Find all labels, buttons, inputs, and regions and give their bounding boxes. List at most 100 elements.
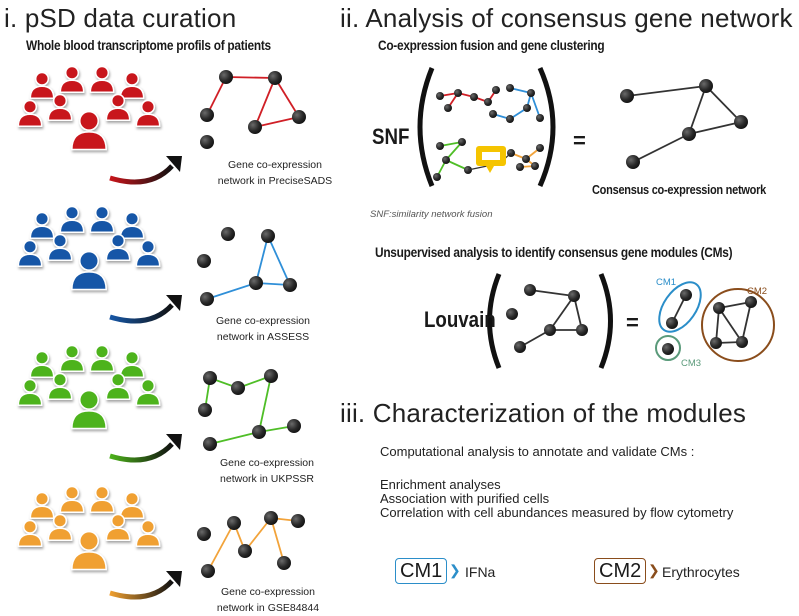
snf-equals: = [573,128,586,153]
node [197,254,211,268]
caption-precisesads: Gene co-expression network in PreciseSAD… [210,157,340,189]
legend-cm1-label: IFNa [465,564,496,580]
consensus-network [620,79,748,169]
node [264,369,278,383]
people-group-icon [17,344,161,430]
arrow-head [166,434,182,450]
person-head [64,205,80,220]
person-body [135,113,161,127]
left-paren [487,273,502,369]
person-body [29,225,55,239]
edge [254,116,300,128]
person-head [34,71,50,86]
node [436,92,444,100]
arrow-shaft [109,164,174,185]
node [492,86,500,94]
network-precisesads [200,70,306,149]
legend-cm2-arrow: ❯ [648,562,660,578]
node [200,292,214,306]
node [523,104,531,112]
right-paren [537,66,556,188]
node [201,564,215,578]
person-head [64,344,80,359]
arrow-head [166,571,182,587]
list-item: Association with purified cells [380,491,550,506]
right-paren [598,273,613,369]
edge [530,92,541,119]
person-head [124,350,140,365]
node [713,302,725,314]
cohort-label-gse84844: GSE84844 [64,577,128,592]
node [454,89,462,97]
person-body [71,131,107,151]
edge [225,76,276,79]
node [536,144,544,152]
person-body [47,527,73,541]
person-body [119,225,145,239]
person-body [59,499,85,513]
cm3-label: CM3 [681,358,702,369]
consensus-caption: Consensus co-expression network [592,183,766,197]
edge [626,85,707,97]
node [516,163,524,171]
person-body [59,219,85,233]
person-body [119,505,145,519]
edge [244,517,272,552]
edge [209,431,260,445]
node [200,135,214,149]
person-head [110,513,126,528]
node [238,544,252,558]
cm3-circle [655,335,681,361]
arrow-icon [109,156,182,185]
caption-line1: Gene co-expression [221,586,315,598]
node [277,556,291,570]
person-head [22,519,38,534]
node [699,79,713,93]
node [219,70,233,84]
caption-gse84844: Gene co-expression network in GSE84844 [208,584,328,616]
node [287,419,301,433]
node [470,93,478,101]
person-body [47,386,73,400]
arrow-head [166,156,182,172]
person-body [89,358,115,372]
message-bubble-icon [476,146,506,173]
section2-subtitle: Co-expression fusion and gene clustering [378,38,605,53]
person-body [105,107,131,121]
person-body [105,386,131,400]
person-body [29,505,55,519]
node [736,336,748,348]
caption-line2: network in UKPSSR [220,473,314,485]
node [264,511,278,525]
mini-network-blue [489,84,544,123]
node [514,341,526,353]
arrow-head [166,295,182,311]
person-head [124,491,140,506]
node [506,84,514,92]
arrow-icon [109,434,182,463]
edge [705,85,742,123]
edge [529,289,575,297]
person-head [52,93,68,108]
node [484,98,492,106]
cm1-ellipse [658,281,702,333]
edge [254,77,276,128]
node [291,514,305,528]
node [544,324,556,336]
node [620,89,634,103]
louvain-equals: = [626,310,639,335]
person-head [110,93,126,108]
edge [255,235,269,284]
person-head [124,71,140,86]
cohort-label-ukpssr: UKPSSR [72,437,127,452]
caption-line1: Gene co-expression [228,159,322,171]
mini-network-red [436,86,500,112]
person-head [94,205,110,220]
node [231,381,245,395]
person-head [140,378,156,393]
edge [688,121,742,135]
node [249,276,263,290]
arrow-shaft [109,579,174,600]
person-body [59,79,85,93]
edge [445,141,463,161]
